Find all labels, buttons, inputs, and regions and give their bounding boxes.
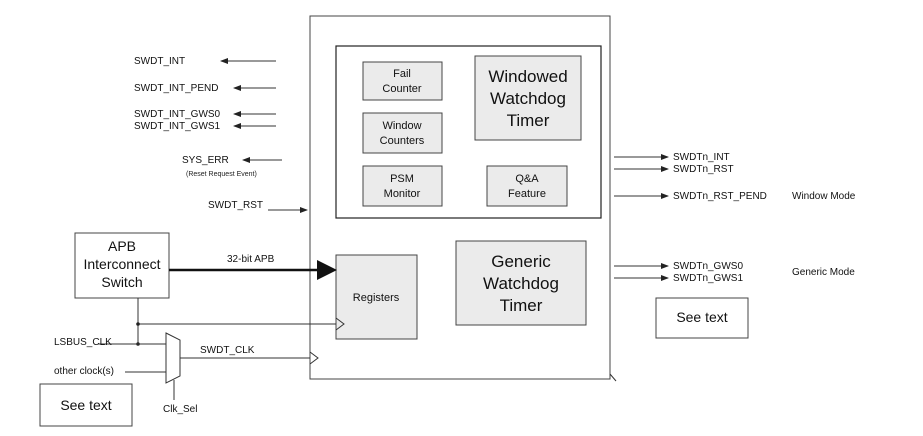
psm-monitor-line2: Monitor	[384, 188, 421, 200]
swdt-int-pend-label: SWDT_INT_PEND	[134, 83, 218, 94]
psm-monitor-box: PSM Monitor	[362, 165, 443, 207]
sys-err-label: SYS_ERR	[182, 155, 229, 166]
clk-sel-label: Clk_Sel	[163, 404, 197, 415]
qa-feature-box: Q&A Feature	[486, 165, 568, 207]
see-text-note-right: See text	[655, 297, 749, 339]
generic-title-line2: Watchdog	[483, 274, 559, 293]
apb-bus-label: 32-bit APB	[227, 254, 275, 265]
windowed-title-line2: Watchdog	[490, 89, 566, 108]
psm-monitor-line1: PSM	[390, 173, 414, 185]
see-text-right-label: See text	[676, 309, 727, 325]
other-clocks-label: other clock(s)	[54, 366, 114, 377]
fail-counter-box: Fail Counter	[362, 61, 443, 101]
apb-interconnect-switch: APB Interconnect Switch	[74, 232, 170, 299]
sys-err-note: (Reset Request Event)	[186, 171, 257, 178]
swdt-rst-label: SWDT_RST	[208, 200, 263, 211]
apb-line3: Switch	[101, 274, 142, 290]
generic-title-line1: Generic	[491, 252, 551, 271]
generic-mode-label: Generic Mode	[792, 267, 855, 278]
registers-label: Registers	[353, 292, 400, 304]
see-text-left-label: See text	[60, 397, 111, 413]
registers-box: Registers	[335, 254, 418, 340]
main-clock-triangle	[309, 351, 319, 365]
swdtn-gws1-label: SWDTn_GWS1	[673, 273, 743, 284]
window-counters-box: Window Counters	[362, 112, 443, 154]
fail-counter-line1: Fail	[393, 68, 411, 80]
swdt-int-gws0-label: SWDT_INT_GWS0	[134, 109, 221, 120]
apb-line2: Interconnect	[83, 256, 160, 272]
swdtn-rst-pend-label: SWDTn_RST_PEND	[673, 191, 767, 202]
window-counters-line2: Counters	[380, 135, 425, 147]
swdtn-gws0-label: SWDTn_GWS0	[673, 261, 743, 272]
clock-mux	[165, 332, 181, 384]
see-text-note-left: See text	[39, 383, 133, 427]
generic-title-line3: Timer	[500, 296, 543, 315]
window-counters-line1: Window	[382, 120, 421, 132]
windowed-title-line1: Windowed	[488, 67, 567, 86]
swdt-int-gws1-label: SWDT_INT_GWS1	[134, 121, 221, 132]
generic-watchdog-timer-box: Generic Watchdog Timer	[455, 240, 587, 326]
registers-clock-triangle	[335, 317, 345, 331]
windowed-title-line3: Timer	[507, 111, 550, 130]
swdtn-int-label: SWDTn_INT	[673, 152, 730, 163]
swdt-clk-label: SWDT_CLK	[200, 345, 255, 356]
qa-feature-line1: Q&A	[515, 173, 539, 185]
apb-line1: APB	[108, 238, 136, 254]
swdtn-rst-label: SWDTn_RST	[673, 164, 734, 175]
window-mode-label: Window Mode	[792, 191, 856, 202]
windowed-watchdog-timer-box: Windowed Watchdog Timer	[474, 55, 582, 141]
junction-dot-upper	[136, 322, 140, 326]
lsbus-clk-label: LSBUS_CLK	[54, 337, 112, 348]
swdt-int-label: SWDT_INT	[134, 56, 185, 67]
qa-feature-line2: Feature	[508, 188, 546, 200]
fail-counter-line2: Counter	[382, 83, 421, 95]
